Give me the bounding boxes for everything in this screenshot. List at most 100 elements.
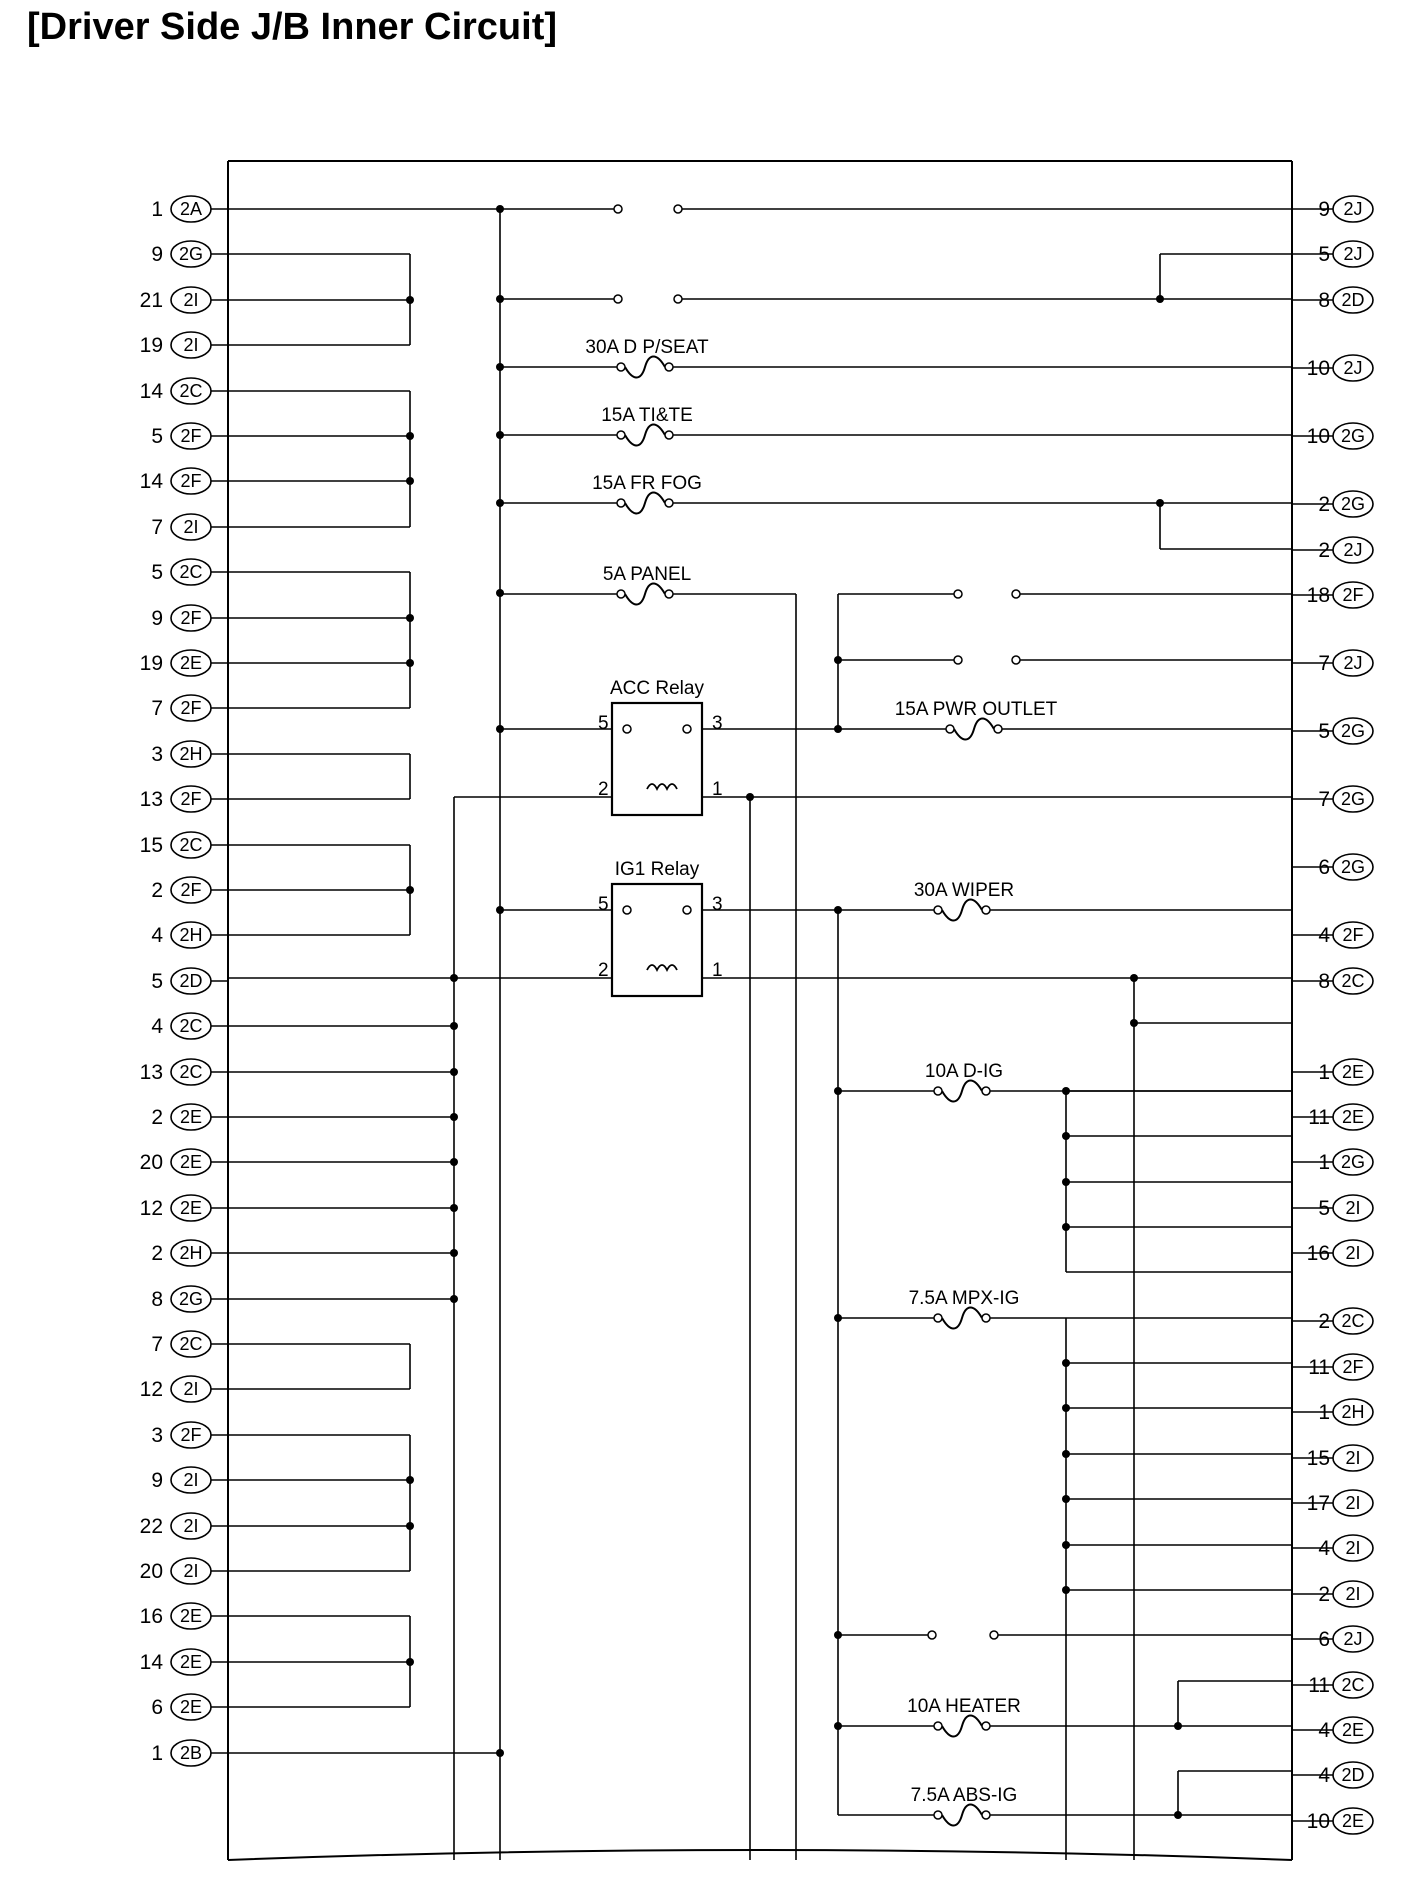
connector-badge (1332, 536, 1374, 564)
left-connector-label: 2C (179, 1062, 202, 1082)
junction-dot (406, 659, 414, 667)
connector-badge (170, 876, 212, 904)
junction-dot (1062, 1450, 1070, 1458)
connector-badge (1332, 286, 1374, 314)
contact-point (664, 589, 674, 599)
connector-badge (170, 785, 212, 813)
fuse-symbol (624, 582, 666, 606)
connector-badge (1332, 422, 1374, 450)
junction-dot (450, 1068, 458, 1076)
connector-badge (1332, 1103, 1374, 1131)
left-connector-label: 2I (183, 1561, 198, 1581)
contact-point (616, 589, 626, 599)
junction-dot (496, 1749, 504, 1757)
right-connector-label: 2I (1345, 1198, 1360, 1218)
left-pin-number: 19 (140, 652, 163, 675)
right-connector-label: 2E (1342, 1062, 1364, 1082)
right-connector-label: 2G (1341, 857, 1365, 877)
right-connector-label: 2E (1342, 1811, 1364, 1831)
left-connector-label: 2F (180, 880, 201, 900)
fuse-label: 7.5A ABS-IG (911, 1785, 1018, 1806)
junction-dot (1062, 1495, 1070, 1503)
connector-badge (170, 1012, 212, 1040)
connector-badge (170, 1285, 212, 1313)
left-connector-label: 2E (180, 1652, 202, 1672)
relay-pin: 1 (712, 779, 723, 800)
right-connector-label: 2H (1341, 1402, 1364, 1422)
right-connector-label: 2E (1342, 1720, 1364, 1740)
connector-badge (1332, 354, 1374, 382)
right-pin-number: 1 (1318, 1151, 1330, 1174)
junction-dot (450, 1204, 458, 1212)
connector-badge (1332, 1239, 1374, 1267)
left-pin-number: 13 (140, 1061, 163, 1084)
connector-badge (1332, 1194, 1374, 1222)
fuse-label: 7.5A MPX-IG (909, 1288, 1020, 1309)
left-pin-number: 6 (151, 1696, 163, 1719)
connector-badge (170, 1557, 212, 1585)
junction-dot (496, 363, 504, 371)
right-pin-number: 18 (1307, 584, 1330, 607)
right-pin-number: 15 (1307, 1447, 1330, 1470)
connector-badge (170, 240, 212, 268)
left-connector-label: 2I (183, 1516, 198, 1536)
left-connector-label: 2E (180, 1107, 202, 1127)
junction-dot (834, 1314, 842, 1322)
contact-point (682, 724, 692, 734)
contact-point (927, 1630, 937, 1640)
left-connector-label: 2C (179, 1334, 202, 1354)
connector-badge (1332, 1307, 1374, 1335)
left-connector-label: 2D (179, 971, 202, 991)
right-connector-label: 2D (1341, 1765, 1364, 1785)
connector-badge (1332, 853, 1374, 881)
right-connector-label: 2G (1341, 721, 1365, 741)
relay-pin: 5 (598, 713, 609, 734)
right-pin-number: 8 (1318, 289, 1330, 312)
junction-dot (450, 1022, 458, 1030)
left-connector-label: 2E (180, 1606, 202, 1626)
right-connector-label: 2I (1345, 1584, 1360, 1604)
connector-badge (170, 1058, 212, 1086)
relay-pin: 2 (598, 960, 609, 981)
relay-coil (646, 964, 678, 973)
junction-dot (406, 477, 414, 485)
junction-dot (496, 725, 504, 733)
contact-point (953, 655, 963, 665)
left-pin-number: 3 (151, 743, 163, 766)
left-connector-label: 2F (180, 426, 201, 446)
right-pin-number: 11 (1308, 1674, 1330, 1697)
right-pin-number: 4 (1318, 1719, 1330, 1742)
right-pin-number: 2 (1318, 539, 1330, 562)
contact-point (981, 905, 991, 915)
left-pin-number: 2 (151, 879, 163, 902)
contact-point (933, 1313, 943, 1323)
left-pin-number: 3 (151, 1424, 163, 1447)
contact-point (945, 724, 955, 734)
right-pin-number: 4 (1318, 924, 1330, 947)
right-connector-label: 2I (1345, 1448, 1360, 1468)
right-connector-label: 2D (1341, 290, 1364, 310)
junction-dot (496, 295, 504, 303)
relay-pin: 1 (712, 960, 723, 981)
right-connector-label: 2F (1342, 585, 1363, 605)
fuse-symbol (953, 717, 995, 741)
right-pin-number: 2 (1318, 493, 1330, 516)
contact-point (993, 724, 1003, 734)
left-connector-label: 2H (179, 1243, 202, 1263)
relay-pin: 3 (712, 713, 723, 734)
fuse-symbol (941, 1079, 983, 1103)
junction-dot (834, 1631, 842, 1639)
left-pin-number: 1 (151, 1742, 163, 1765)
connector-badge (170, 1739, 212, 1767)
left-connector-label: 2G (179, 1289, 203, 1309)
right-pin-number: 11 (1308, 1356, 1330, 1379)
left-pin-number: 13 (140, 788, 163, 811)
connector-badge (170, 1148, 212, 1176)
left-pin-number: 9 (151, 1469, 163, 1492)
right-pin-number: 7 (1318, 788, 1330, 811)
right-pin-number: 4 (1318, 1764, 1330, 1787)
junction-dot (1156, 295, 1164, 303)
right-connector-label: 2J (1343, 1629, 1362, 1649)
connector-badge (170, 1375, 212, 1403)
